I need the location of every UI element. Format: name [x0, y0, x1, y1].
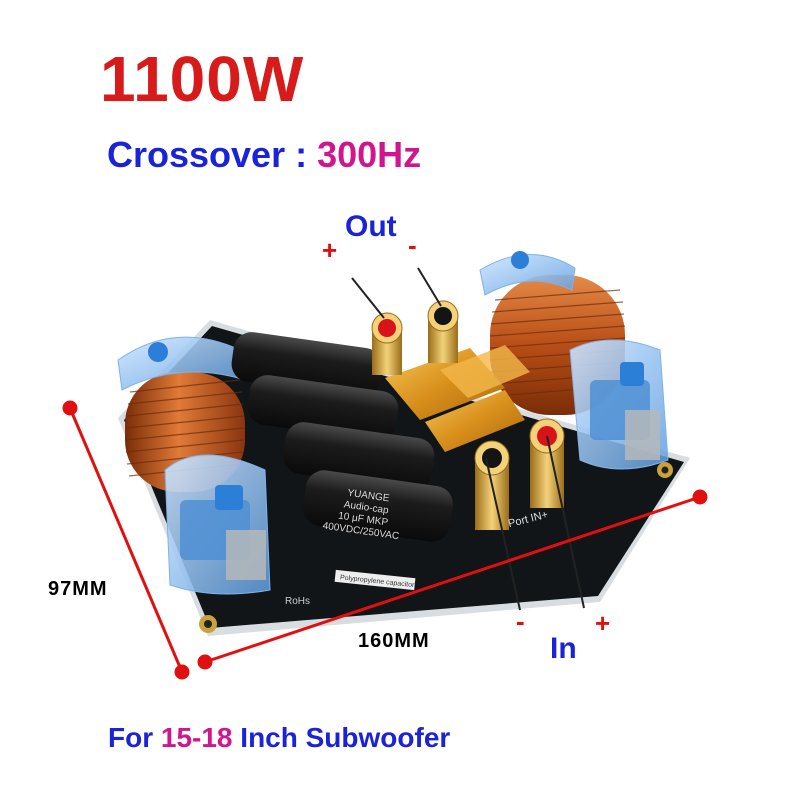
- crossover-spec: Crossover : 300Hz: [107, 134, 421, 176]
- footer-prefix: For: [108, 722, 154, 753]
- left-inductor-coil: [117, 336, 271, 595]
- output-terminals: [371, 300, 459, 375]
- rohs-mark: RoHs: [285, 596, 310, 607]
- height-dimension: 97MM: [48, 578, 108, 600]
- footer-suffix: Inch Subwoofer: [240, 722, 451, 753]
- power-title: 1100W: [100, 43, 305, 115]
- output-label: Out: [345, 210, 397, 243]
- input-minus-sign: -: [516, 606, 525, 636]
- right-inductor-coil: [479, 251, 669, 470]
- width-dimension: 160MM: [358, 630, 430, 652]
- crossover-value: 300Hz: [317, 134, 422, 175]
- input-plus-sign: +: [595, 608, 611, 638]
- crossover-label: Crossover :: [107, 134, 308, 175]
- output-minus-sign: -: [408, 230, 417, 260]
- footer-caption: For 15-18 Inch Subwoofer: [108, 722, 450, 754]
- film-capacitors: YUANGE Audio-cap 10 μF MKP 400VDC/250VAC…: [231, 332, 453, 591]
- dimension-lines: [62, 400, 708, 680]
- output-plus-sign: +: [322, 235, 338, 265]
- footer-size: 15-18: [160, 722, 233, 753]
- gold-resistors: [385, 345, 530, 452]
- input-label: In: [550, 632, 577, 665]
- terminal-pointer-lines: [351, 267, 585, 611]
